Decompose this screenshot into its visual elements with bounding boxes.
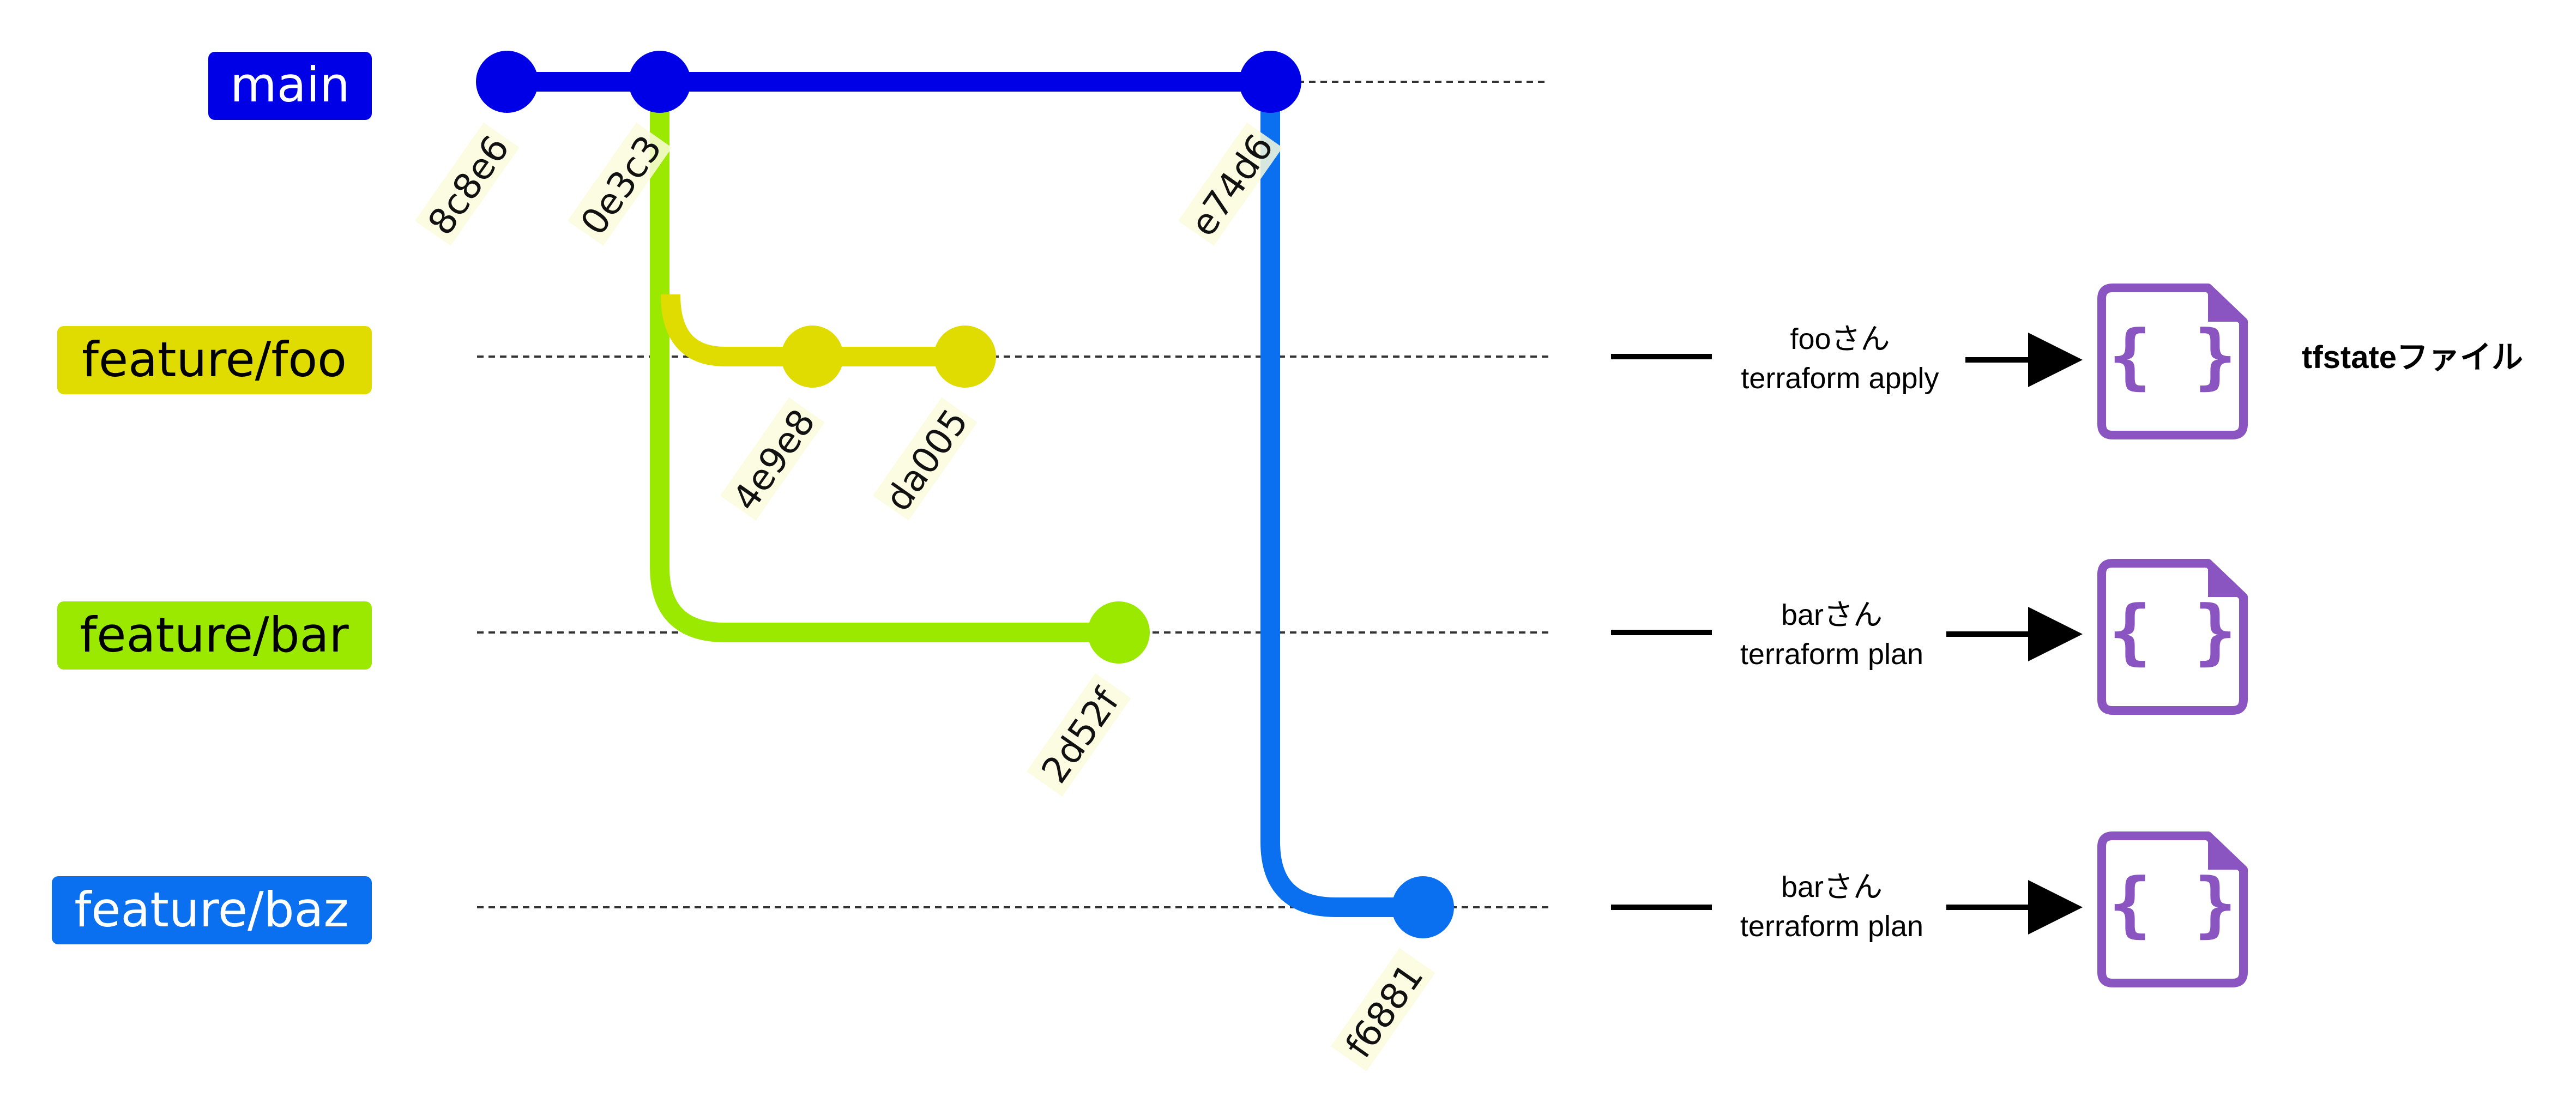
json-file-icon: { } [2097, 559, 2248, 715]
commit-node-f6881[interactable] [1392, 876, 1454, 938]
action-row-bar: barさん terraform plan [1611, 599, 2083, 671]
action-user-text: barさん [1781, 871, 1883, 903]
action-command-text: terraform plan [1740, 638, 1923, 671]
branch-label-baz: feature/baz [52, 876, 372, 944]
commit-label-8c8e6: 8c8e6 [414, 122, 520, 246]
branch-label-text: main [230, 57, 350, 113]
commit-label-da005: da005 [872, 397, 978, 521]
commit-label-f6881: f6881 [1330, 948, 1435, 1071]
branch-label-foo: feature/foo [57, 326, 372, 394]
action-row-baz: barさん terraform plan [1611, 871, 2083, 943]
branch-line-foo [661, 294, 965, 366]
commit-label-2d52f: 2d52f [1026, 673, 1131, 797]
commit-node-da005[interactable] [934, 326, 996, 388]
action-row-foo: fooさん terraform apply [1611, 323, 2083, 395]
commit-node-2d52f[interactable] [1088, 601, 1150, 664]
branch-label-text: feature/baz [74, 882, 348, 938]
svg-text:{ }: { } [2109, 590, 2237, 673]
svg-text:{ }: { } [2109, 863, 2237, 945]
branch-label-bar: feature/bar [57, 601, 372, 670]
action-user-text: fooさん [1790, 323, 1890, 355]
commit-node-8c8e6[interactable] [476, 51, 538, 113]
guide-lines [477, 81, 1548, 908]
branch-label-text: feature/bar [80, 607, 349, 663]
commit-node-4e9e8[interactable] [781, 326, 843, 388]
json-file-icon: { } [2097, 831, 2248, 987]
branch-line-baz [1260, 82, 1423, 917]
action-user-text: barさん [1781, 599, 1883, 631]
commit-node-e74d6[interactable] [1239, 51, 1301, 113]
json-file-icon: { } [2097, 284, 2248, 439]
branch-label-text: feature/foo [82, 332, 347, 388]
svg-text:{ }: { } [2109, 315, 2237, 397]
branch-label-main: main [208, 52, 372, 120]
commit-node-0e3c3[interactable] [629, 51, 691, 113]
legend-tfstate-label: tfstateファイル [2302, 340, 2523, 375]
commit-label-4e9e8: 4e9e8 [720, 397, 825, 521]
branch-line-bar [650, 72, 1129, 642]
action-command-text: terraform apply [1741, 362, 1939, 395]
action-command-text: terraform plan [1740, 910, 1923, 943]
